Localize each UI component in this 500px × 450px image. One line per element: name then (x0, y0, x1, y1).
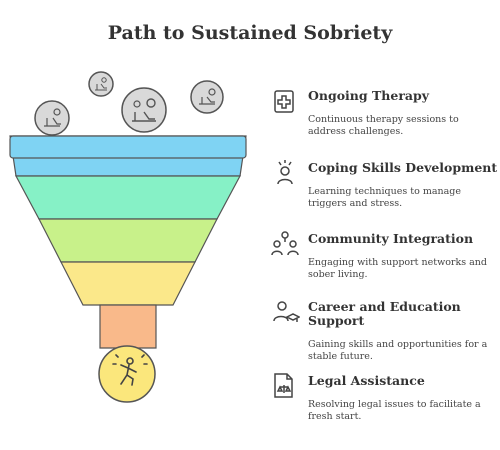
step-description: Engaging with support networks and sober… (308, 257, 487, 280)
step-description: Continuous therapy sessions to address c… (308, 114, 459, 137)
step-heading: Community Integration (308, 231, 474, 246)
step-description: Resolving legal issues to facilitate a f… (308, 399, 481, 422)
step-description: Learning techniques to manage triggers a… (308, 186, 461, 209)
funnel-layer-5 (99, 304, 157, 349)
stressed-person-icon (270, 158, 300, 188)
graduate-icon (270, 297, 301, 327)
funnel-layer-4 (60, 261, 196, 306)
people-network-icon (270, 229, 300, 259)
funnel-rim (9, 135, 247, 159)
step-heading: Legal Assistance (308, 373, 425, 388)
step-heading: Ongoing Therapy (308, 88, 430, 103)
step-heading: Career and Education Support (308, 299, 461, 328)
therapy-bubble-icon (190, 80, 224, 114)
step-description: Gaining skills and opportunities for a s… (308, 339, 488, 362)
funnel-layer-2 (14, 175, 242, 220)
therapy-bubble-icon (34, 100, 70, 136)
drop-circle (98, 345, 156, 403)
legal-document-icon (270, 371, 300, 401)
celebrating-person-icon (112, 354, 148, 386)
step-heading: Coping Skills Development (308, 160, 498, 175)
medical-clipboard-icon (270, 86, 300, 116)
therapy-bubble-icon (88, 71, 114, 97)
therapy-bubble-icon (121, 87, 167, 133)
page-title: Path to Sustained Sobriety (107, 22, 393, 44)
funnel-layer-3 (38, 218, 218, 263)
